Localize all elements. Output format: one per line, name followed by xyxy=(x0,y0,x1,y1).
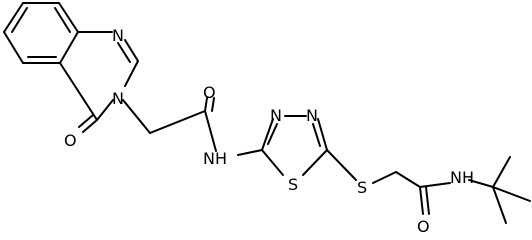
bond xyxy=(59,31,79,64)
bond xyxy=(117,42,131,63)
bond xyxy=(58,2,79,33)
bond xyxy=(124,39,139,62)
bond xyxy=(96,99,114,121)
bond xyxy=(82,119,98,133)
bond xyxy=(78,114,94,128)
bond xyxy=(419,186,424,215)
bond xyxy=(468,179,494,188)
sulfur-label: S xyxy=(357,178,367,197)
sulfur-label: S xyxy=(288,175,298,194)
bond xyxy=(372,171,397,184)
bond xyxy=(237,149,263,156)
nh-label: NH xyxy=(450,168,474,187)
oxygen-label: O xyxy=(417,217,430,236)
bond xyxy=(122,99,151,134)
nitrogen-label: N xyxy=(112,89,124,108)
bond xyxy=(261,149,284,176)
bond xyxy=(419,182,451,188)
bond xyxy=(317,118,328,151)
atom-labels: N N O O NH N N S S O NH xyxy=(64,26,474,236)
nh-label: NH xyxy=(203,149,227,168)
nitrogen-label: N xyxy=(270,106,282,125)
bond xyxy=(3,2,24,33)
nitrogen-label: N xyxy=(306,106,318,125)
oxygen-label: O xyxy=(203,83,216,102)
bond xyxy=(267,123,278,145)
bond xyxy=(204,97,208,112)
bond xyxy=(211,97,215,112)
bond xyxy=(59,62,98,121)
nitrogen-label: N xyxy=(112,26,124,45)
bond xyxy=(425,186,430,215)
bond xyxy=(312,123,321,147)
bonds xyxy=(3,2,531,224)
bond xyxy=(204,110,217,152)
bond xyxy=(302,149,328,176)
bond xyxy=(124,60,139,87)
bond xyxy=(149,110,206,134)
bond xyxy=(54,7,71,33)
bond xyxy=(395,171,421,188)
bond xyxy=(11,7,28,33)
bond xyxy=(492,156,511,188)
bond xyxy=(3,31,24,64)
bond xyxy=(326,149,357,181)
bond xyxy=(492,186,531,202)
bond xyxy=(492,186,507,224)
oxygen-label: O xyxy=(64,131,77,150)
bond xyxy=(261,118,274,151)
